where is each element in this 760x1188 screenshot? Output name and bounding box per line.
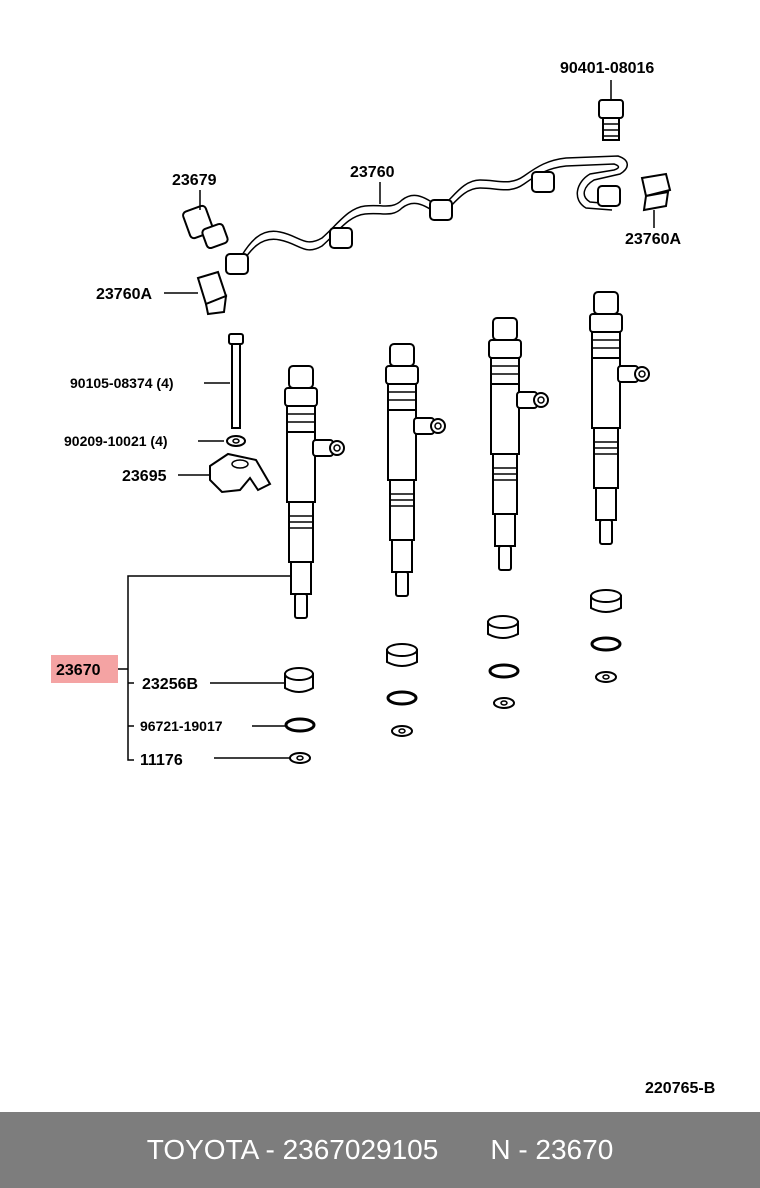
footer-bar: TOYOTA - 2367029105 N - 23670 — [0, 1112, 760, 1188]
union-bolt-part — [182, 204, 229, 250]
label-clamp-left: 23760A — [96, 286, 152, 303]
label-stud: 90105-08374 (4) — [70, 375, 174, 391]
fuel-pipe-part — [225, 155, 628, 275]
seat-parts — [284, 589, 622, 693]
label-injector: 23670 — [56, 662, 101, 679]
label-seat: 23256B — [142, 676, 198, 693]
bolt-top-part — [598, 99, 624, 141]
injector-label-highlight — [51, 655, 118, 683]
washer-part — [226, 435, 246, 447]
diagram-code: 220765-B — [645, 1080, 715, 1097]
oring-parts — [284, 636, 622, 733]
label-gasket: 11176 — [140, 752, 183, 769]
parts-diagram: 90401-08016 23760 23679 23760A 23760A 90… — [51, 60, 715, 1097]
label-washer: 90209-10021 (4) — [64, 433, 168, 449]
injector-2 — [385, 343, 446, 597]
injector-4 — [589, 291, 650, 545]
clamp-left-part — [196, 270, 228, 316]
label-pipe: 23760 — [350, 164, 395, 181]
footer-group-code: N - 23670 — [490, 1134, 614, 1165]
label-clamp-right: 23760A — [625, 231, 681, 248]
label-injector-clamp: 23695 — [122, 468, 167, 485]
gasket-parts — [289, 671, 617, 764]
clamp-right-part — [640, 172, 672, 212]
injector-3 — [488, 317, 549, 571]
injector-1 — [284, 365, 345, 619]
footer-part-number: TOYOTA - 2367029105 — [146, 1134, 439, 1165]
stud-part — [228, 333, 244, 429]
label-union-bolt: 23679 — [172, 172, 217, 189]
label-oring: 96721-19017 — [140, 718, 223, 734]
label-bolt-top: 90401-08016 — [560, 60, 654, 77]
injector-clamp-part — [209, 452, 272, 494]
